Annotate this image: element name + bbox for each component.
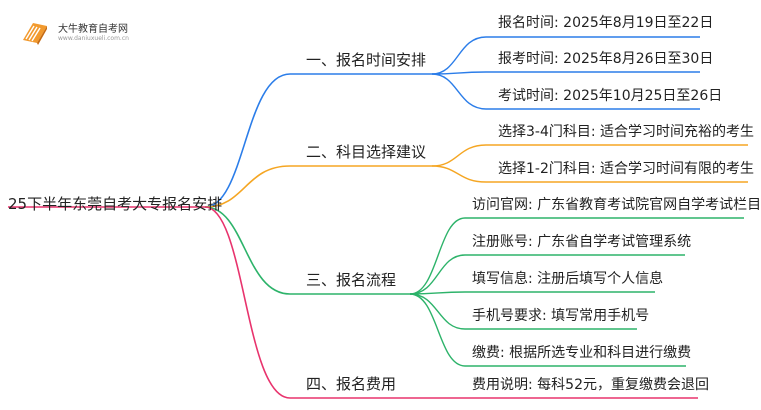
- link-b1-l1: [431, 36, 487, 75]
- branch-registration-time: 一、报名时间安排: [306, 51, 427, 69]
- link-b1-l3: [431, 73, 487, 110]
- link-b3-l1: [409, 217, 466, 295]
- link-b2-l2: [431, 165, 487, 183]
- link-b2-l1: [431, 144, 487, 167]
- book-icon: [23, 23, 47, 45]
- root-topic: 25下半年东莞自考大专报名安排: [8, 195, 223, 213]
- leaf-registration-time: 报名时间: 2025年8月19日至22日: [498, 15, 714, 31]
- link-root-b2: [204, 165, 291, 208]
- leaf-subject-3-4: 选择3-4门科目: 适合学习时间充裕的考生: [498, 124, 755, 140]
- link-b3-l5: [409, 293, 466, 367]
- leaf-exam-registration-time: 报考时间: 2025年8月26日至30日: [498, 51, 714, 67]
- logo-url: www.daniuxueli.com.cn: [58, 35, 129, 42]
- leaf-subject-1-2: 选择1-2门科目: 适合学习时间有限的考生: [498, 161, 755, 177]
- logo-title: 大牛教育自考网: [58, 24, 128, 35]
- link-b3-l4: [409, 293, 466, 330]
- leaf-phone-requirement: 手机号要求: 填写常用手机号: [472, 308, 650, 324]
- leaf-exam-time: 考试时间: 2025年10月25日至26日: [498, 88, 723, 104]
- leaf-fill-info: 填写信息: 注册后填写个人信息: [472, 271, 664, 287]
- leaf-register-account: 注册账号: 广东省自学考试管理系统: [472, 234, 692, 250]
- link-root-b4: [204, 206, 291, 399]
- link-b3-l2: [409, 254, 466, 295]
- branch-registration-process: 三、报名流程: [306, 271, 397, 289]
- branch-registration-fee: 四、报名费用: [306, 375, 397, 393]
- leaf-visit-website: 访问官网: 广东省教育考试院官网自学考试栏目: [472, 197, 761, 213]
- link-root-b1: [204, 73, 291, 208]
- leaf-fee-description: 费用说明: 每科52元，重复缴费会退回: [472, 377, 709, 393]
- site-logo: 大牛教育自考网 www.daniuxueli.com.cn: [14, 14, 164, 50]
- link-root-b3: [204, 206, 291, 295]
- leaf-payment: 缴费: 根据所选专业和科目进行缴费: [472, 345, 692, 361]
- branch-subject-advice: 二、科目选择建议: [306, 143, 427, 161]
